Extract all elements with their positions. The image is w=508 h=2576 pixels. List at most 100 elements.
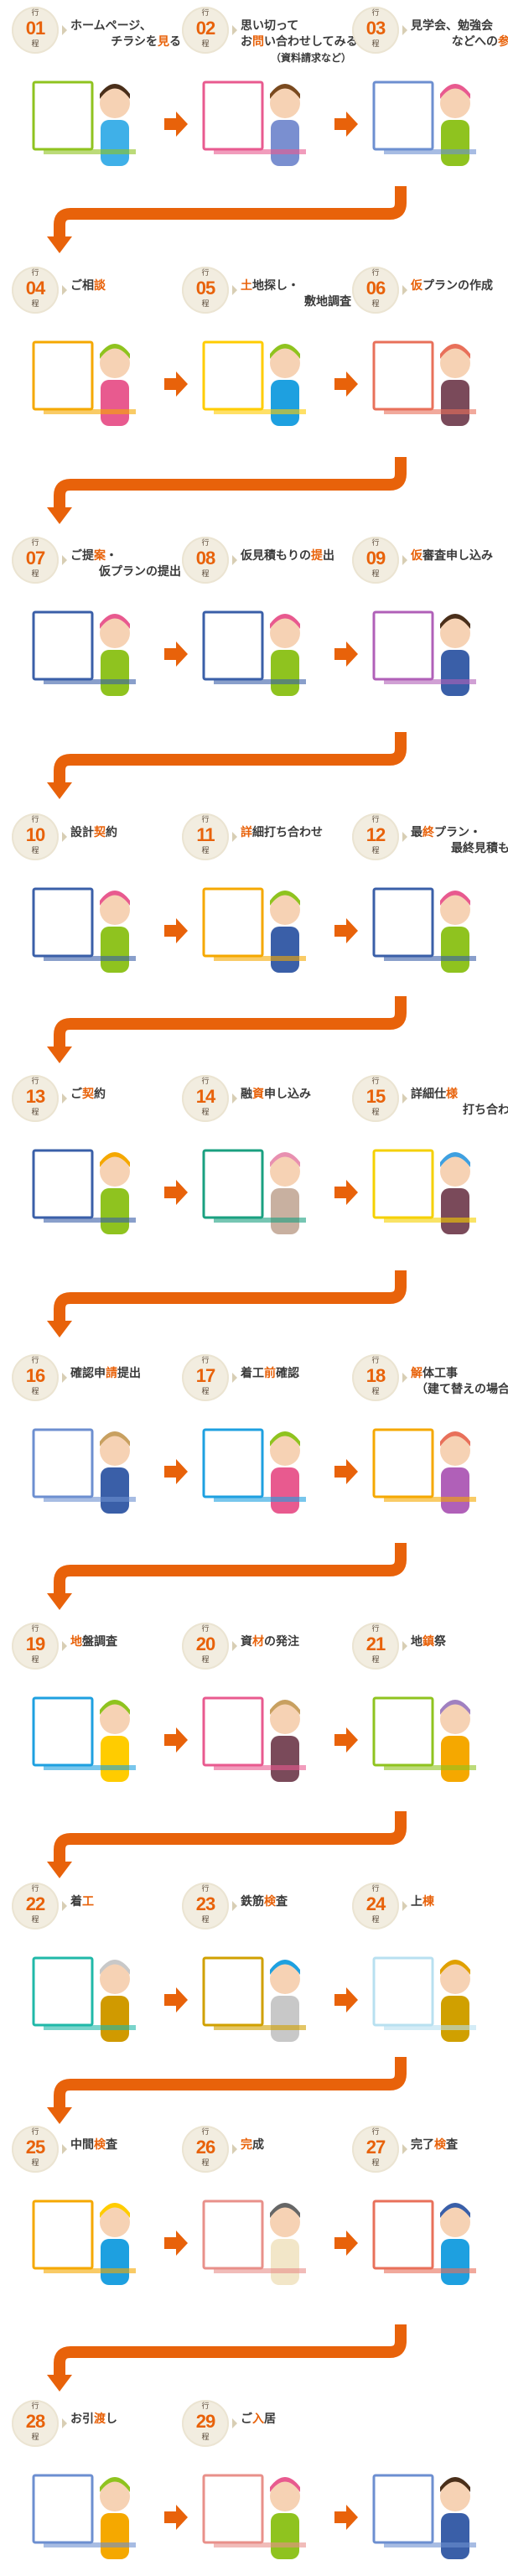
step-label: 最終プラン・最終見積もり [411,825,508,857]
label-text: 確認 [276,1367,299,1380]
step-label: 着工前確認 [241,1366,358,1382]
next-arrow-icon [334,641,360,667]
frame-raising-illustration [367,1941,493,2050]
interim-inspection-illustration [27,2184,153,2293]
step-label: 完成 [241,2137,358,2153]
highlighted-char: 完 [241,2138,252,2152]
label-text: 約 [106,826,117,839]
label-text: ご [241,2412,252,2426]
next-arrow-icon [164,1987,189,2012]
highlighted-char: 案 [94,549,106,563]
badge-bottom-kanji: 程 [201,300,210,309]
consultation-table-illustration [27,325,153,434]
label-line-2: チラシを見る [70,34,188,50]
next-arrow-icon [334,112,360,137]
badge-top-kanji: 行 [31,539,39,548]
badge-top-kanji: 行 [201,9,210,18]
label-line-1: ご提案・ [70,548,188,564]
highlighted-char: 検 [264,1895,276,1909]
label-text: 上 [411,1895,422,1909]
label-text: 査 [276,1895,288,1909]
step-label: ホームページ、チラシを見る [70,18,188,50]
bank-visit-illustration [367,595,493,704]
step-number: 15 [365,1086,386,1107]
label-text: ご [70,1088,82,1101]
pointer-triangle-icon [232,1373,237,1383]
badge-top-kanji: 行 [201,539,210,548]
step-number: 26 [195,2137,215,2158]
pointer-triangle-icon [402,555,407,565]
label-line-3: （資料請求など） [270,52,351,64]
row-connector-arrow-icon [0,732,508,816]
final-plan-illustration [367,872,493,981]
label-line-1: 思い切って [241,18,358,34]
label-line-1: 上棟 [411,1894,508,1910]
label-text: 最終見積もり [451,842,508,855]
move-in-family-illustration [197,2459,323,2568]
label-text: 仮見積もりの [241,549,311,563]
row-connector-arrow-icon [0,1543,508,1627]
pointer-triangle-icon [402,832,407,842]
row-connector-arrow-icon [0,1811,508,1895]
badge-top-kanji: 行 [31,9,39,18]
step-label: 設計契約 [70,825,188,841]
label-line-1: 最終プラン・ [411,825,508,841]
permit-office-illustration [27,1413,153,1522]
step-number: 03 [365,18,386,39]
row-connector-arrow-icon [0,996,508,1080]
badge-top-kanji: 行 [31,1357,39,1365]
detailed-meeting-illustration [197,872,323,981]
highlighted-char: 工 [82,1895,94,1909]
pointer-triangle-icon [402,2144,407,2154]
step-number: 28 [25,2411,45,2432]
pointer-triangle-icon [402,285,407,295]
step-label: 確認申請提出 [70,1366,188,1382]
ground-survey-illustration [27,1681,153,1790]
model-house-visit-illustration [367,65,493,174]
label-line-1: 土地探し・ [241,278,358,294]
pointer-triangle-icon [232,1901,237,1911]
step-number: 17 [195,1365,215,1386]
next-arrow-icon [334,371,360,397]
badge-top-kanji: 行 [31,2128,39,2137]
pointer-triangle-icon [402,1901,407,1911]
highlighted-char: 鎮 [422,1635,434,1649]
step-number: 16 [25,1365,45,1386]
next-arrow-icon [334,1180,360,1205]
label-text: プラン・ [434,826,481,839]
badge-bottom-kanji: 程 [31,1656,39,1665]
badge-top-kanji: 行 [371,539,380,548]
label-line-2: 最終見積もり [411,841,508,857]
label-text: 体工事 [422,1367,458,1380]
highlighted-char: 談 [94,279,106,293]
label-text: 敷地調査 [304,295,351,309]
step-number: 05 [195,278,215,299]
badge-bottom-kanji: 程 [371,1656,380,1665]
